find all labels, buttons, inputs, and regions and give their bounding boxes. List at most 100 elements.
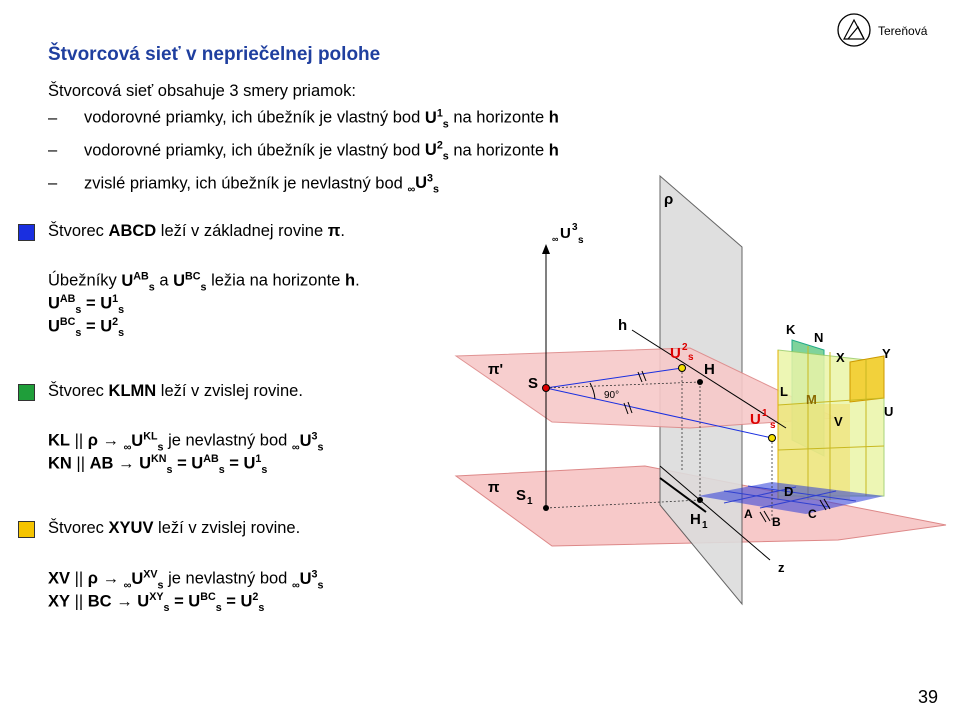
page-title: Štvorcová sieť v nepriečelnej polohe: [48, 44, 381, 65]
sub: s: [200, 280, 207, 293]
segment: BC: [87, 592, 112, 611]
abcd-eq-2: UBCs = U2s: [48, 312, 124, 344]
eq: =: [224, 454, 244, 473]
label-v: V: [834, 414, 843, 429]
eq: =: [221, 592, 241, 611]
U: U: [121, 271, 134, 290]
author-name: Tereňová: [878, 24, 928, 38]
label-s: S: [528, 375, 538, 392]
label-c: C: [808, 507, 817, 521]
right-angle-arc: [589, 382, 596, 400]
page-number: 39: [917, 687, 938, 707]
eq: =: [81, 317, 101, 336]
item-tail: na horizonte: [448, 141, 549, 160]
infinity: ∞: [123, 578, 132, 591]
label-a: A: [744, 507, 753, 521]
horizon-label: h: [548, 108, 559, 127]
infinity: ∞: [291, 440, 300, 453]
eq: =: [81, 294, 101, 313]
text: Úbežníky: [48, 271, 122, 290]
sub: s: [442, 117, 449, 130]
label-u: U: [884, 404, 893, 419]
U: U: [48, 317, 60, 336]
point-h1: [697, 497, 703, 503]
label-pi-prime: π': [488, 361, 503, 378]
sub: s: [118, 326, 125, 339]
sub: s: [258, 601, 265, 614]
U: U: [131, 431, 144, 450]
sub: s: [261, 463, 268, 476]
U: U: [243, 454, 256, 473]
U: U: [100, 317, 113, 336]
text: .: [340, 222, 345, 240]
xyuv-face: [849, 355, 885, 403]
xyuv-line-3: XY || BC → UXYs = UBCs = U2s: [48, 587, 264, 619]
text: leží v základnej rovine: [156, 222, 328, 240]
label-k: K: [786, 322, 796, 337]
sub: s: [148, 280, 155, 293]
label-h1: H: [690, 511, 701, 528]
U: U: [48, 294, 60, 313]
infinity: ∞: [291, 578, 300, 591]
sub: s: [75, 303, 82, 316]
intro-item: – zvislé priamky, ich úbežník je nevlastn…: [48, 168, 559, 201]
U: U: [131, 569, 144, 588]
dash: –: [48, 174, 58, 193]
arrow: →: [111, 592, 138, 611]
label-m: M: [806, 392, 817, 407]
label-u2-sup: 2: [682, 342, 688, 353]
item-text: zvislé priamky, ich úbežník je nevlastný…: [84, 174, 403, 193]
label-d: D: [784, 484, 793, 499]
label-angle: 90°: [604, 390, 619, 401]
line-s-u1: [545, 387, 773, 439]
text: je nevlastný bod: [163, 569, 292, 588]
label-u3-sub: s: [578, 235, 584, 246]
label-pi: π: [488, 479, 500, 496]
trace-line: [659, 477, 707, 513]
U: U: [240, 592, 253, 611]
text: leží v zvislej rovine.: [156, 382, 303, 400]
vanishing-point: U: [424, 141, 437, 160]
text: Štvorec: [48, 519, 109, 537]
label-s1: S: [516, 487, 526, 504]
U: U: [299, 431, 312, 450]
parallel: ||: [70, 569, 88, 588]
klmn-color-square: [18, 384, 35, 401]
sub: s: [218, 463, 225, 476]
label-u3-sup: 3: [572, 222, 578, 233]
abcd-square: [698, 482, 884, 514]
ground-line-z: [659, 465, 771, 561]
label-u2: U: [670, 345, 681, 362]
label-u1: U: [750, 411, 761, 428]
sub: s: [157, 440, 164, 453]
item-text: vodorovné priamky, ich úbežník je vlastn…: [84, 141, 421, 160]
label-x: X: [836, 350, 845, 365]
wall-grid: [777, 346, 885, 500]
label-u3: U: [560, 225, 571, 242]
sub: s: [166, 463, 173, 476]
label-n: N: [814, 330, 823, 345]
sup: AB: [133, 270, 149, 282]
arrow: →: [113, 454, 140, 473]
item-tail: na horizonte: [448, 108, 549, 127]
sup: BC: [200, 591, 216, 603]
sup: 1: [112, 293, 119, 305]
abcd-grid: [723, 485, 857, 509]
label-u2-sub: s: [688, 352, 694, 363]
label-b: B: [772, 515, 781, 529]
label-z: z: [778, 560, 785, 575]
text: Štvorec: [48, 222, 109, 240]
parallel: ||: [70, 431, 88, 450]
label-h1-sub: 1: [702, 520, 708, 531]
label-rho: ρ: [664, 191, 673, 208]
klmn-line-1: Štvorec KLMN leží v zvislej rovine.: [48, 381, 303, 402]
text: .: [355, 271, 360, 290]
U: U: [173, 271, 186, 290]
horizon-plane-pi-prime: [454, 347, 838, 429]
label-s1-sub: 1: [527, 496, 533, 507]
intro-item: –vodorovné priamky, ich úbežník je vlast…: [48, 102, 559, 135]
sup: XV: [143, 568, 158, 580]
square-name: ABCD: [108, 222, 157, 240]
author-logo: Tereňová: [836, 12, 946, 52]
segment: KN: [48, 454, 72, 473]
